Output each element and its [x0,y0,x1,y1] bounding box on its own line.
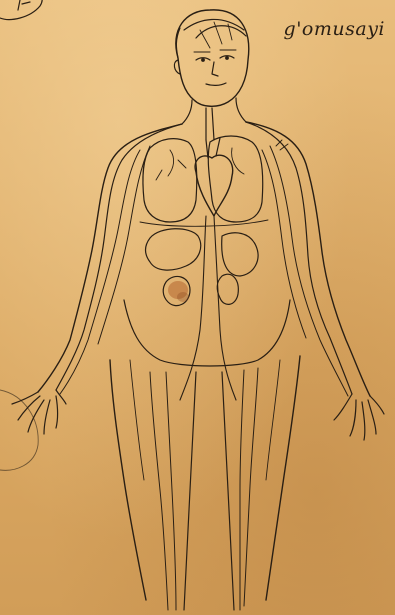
liver [146,229,201,270]
head-outline [176,10,249,106]
page-number-circle [0,0,42,20]
right-kidney [217,274,238,304]
left-leg-outer [110,360,146,600]
stomach [222,233,258,276]
right-leg-inner [222,372,234,610]
handwritten-caption: g'omusayi [284,18,385,40]
right-lung [208,136,262,222]
left-hand [12,390,66,434]
torso-outline-left [38,124,182,392]
right-hand [334,394,384,440]
right-leg-outer [266,356,300,600]
left-lung [143,139,197,222]
left-leg-inner [184,372,196,610]
